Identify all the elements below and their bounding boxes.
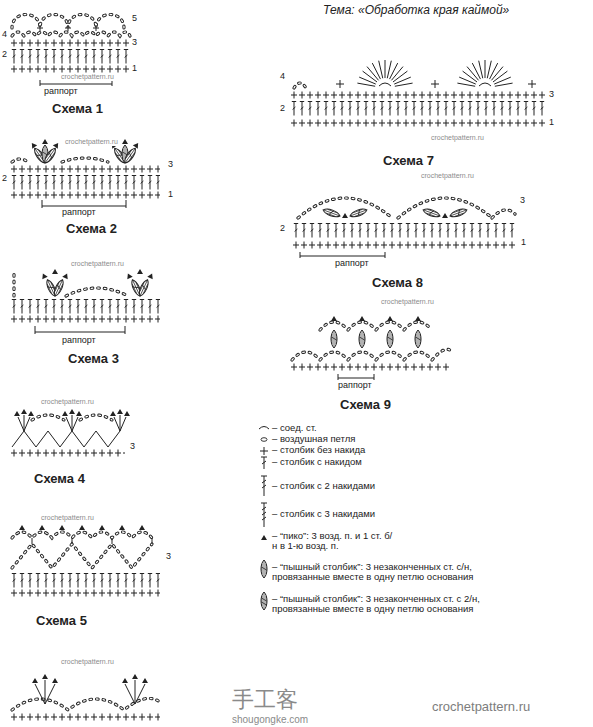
watermark: shougongke.com: [232, 714, 308, 725]
watermark: crochetpattern.ru: [60, 73, 115, 81]
legend-text: – “пико”: 3 возд. п. и 1 ст. б/н в 1-ю в…: [272, 531, 394, 552]
legend-text: – столбик без накида: [272, 445, 365, 455]
rapport-label: раппорт: [62, 336, 96, 346]
legend-text: – воздушная петля: [272, 434, 355, 444]
row-number: 3: [132, 38, 137, 48]
row-number: 2: [280, 224, 285, 234]
row-number: 1: [521, 238, 526, 248]
legend-text: – столбик с накидом: [272, 457, 362, 467]
row-number: 2: [280, 104, 285, 114]
scheme-title: Схема 8: [372, 276, 423, 290]
legend-text: – соед. ст.: [272, 423, 317, 433]
scheme-title: Схема 2: [66, 222, 117, 236]
scheme-title: Схема 1: [52, 102, 103, 116]
row-number: 3: [166, 552, 171, 562]
scheme-title: Схема 3: [68, 352, 119, 366]
watermark: 手工客: [232, 688, 298, 712]
scheme-title: Схема 4: [34, 472, 85, 486]
watermark: crochetpattern.ru: [70, 260, 125, 268]
legend-text: – столбик с 3 накидами: [272, 509, 375, 519]
watermark: crochetpattern.ru: [60, 658, 115, 666]
legend-text: – “пышный столбик”: 3 незаконченных ст. …: [272, 594, 482, 615]
rapport-label: раппорт: [44, 87, 78, 97]
scheme-title: Схема 5: [36, 614, 87, 628]
watermark: crochetpattern.ru: [432, 700, 530, 714]
row-number: 1: [132, 64, 137, 74]
scheme-title: Схема 7: [383, 154, 434, 168]
row-number: 3: [130, 442, 135, 452]
watermark: crochetpattern.ru: [40, 398, 95, 406]
row-number: 3: [549, 90, 554, 100]
rapport-label: раппорт: [62, 208, 96, 218]
row-number: 2: [2, 174, 7, 184]
row-number: 2: [2, 50, 7, 60]
rapport-label: раппорт: [338, 381, 372, 391]
row-number: 1: [168, 190, 173, 200]
scheme-title: Схема 9: [340, 398, 391, 412]
watermark: crochetpattern.ru: [430, 134, 485, 142]
page-title: Тема: «Обработка края каймой»: [323, 4, 509, 17]
row-number: 3: [520, 196, 525, 206]
rapport-label: раппорт: [335, 259, 369, 269]
watermark: crochetpattern.ru: [420, 172, 475, 180]
legend-text: – “пышный столбик”: 3 незаконченных ст. …: [272, 562, 477, 583]
row-number: 4: [280, 72, 285, 82]
row-number: 5: [132, 14, 137, 24]
row-number: 1: [549, 118, 554, 128]
legend-text: – столбик с 2 накидами: [272, 481, 375, 491]
watermark: crochetpattern.ru: [380, 298, 435, 306]
watermark: crochetpattern.ru: [64, 138, 119, 146]
row-number: 3: [168, 160, 173, 170]
watermark: crochetpattern.ru: [40, 514, 95, 522]
row-number: 4: [2, 30, 7, 40]
